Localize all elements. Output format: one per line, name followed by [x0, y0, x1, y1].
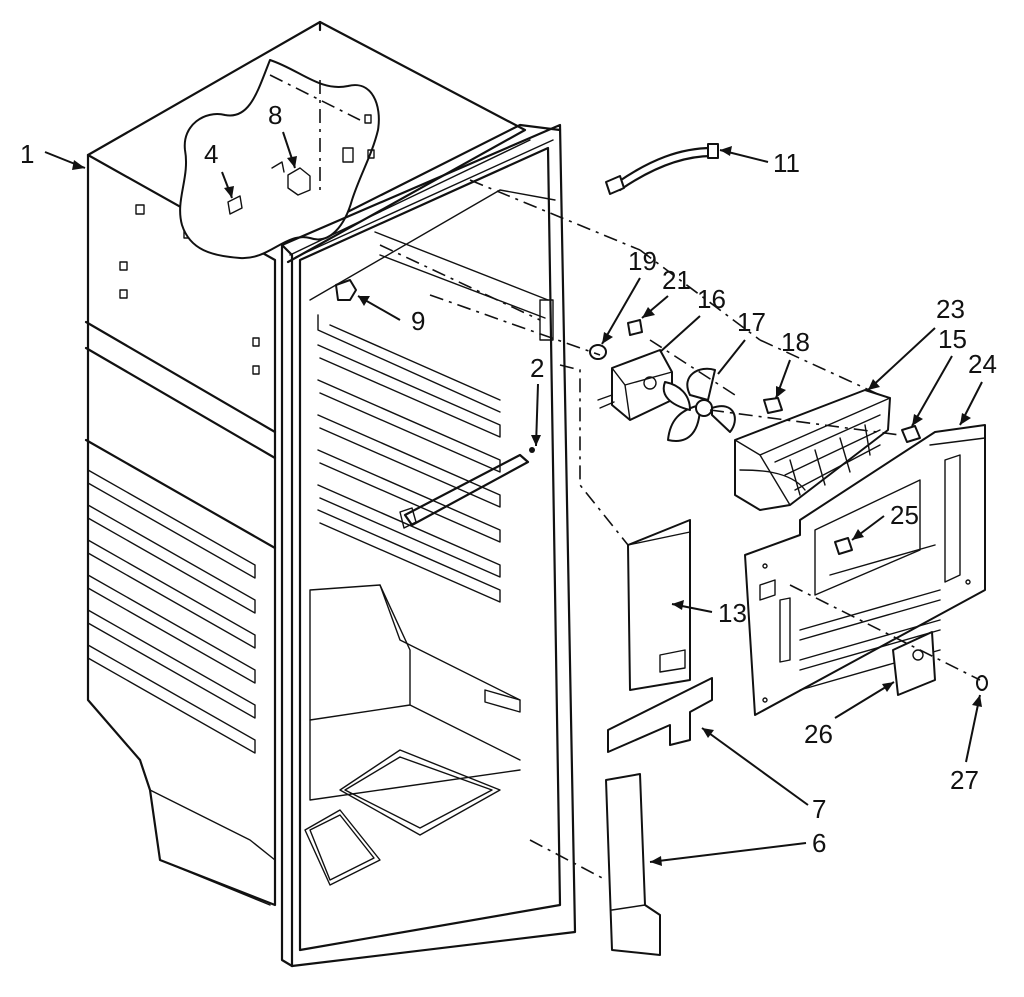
part-24-cover	[744, 424, 986, 716]
cabinet-part	[84, 20, 577, 968]
part-17-fan-blade	[662, 367, 736, 442]
part-7-baffle	[607, 677, 713, 753]
callout-13: 13	[718, 598, 747, 628]
part-25-screw	[834, 537, 853, 555]
part-26-bracket	[892, 631, 936, 696]
part-6-duct	[605, 773, 661, 956]
part-21-screw	[627, 319, 643, 336]
callout-8: 8	[268, 100, 282, 130]
part-18-screw	[763, 397, 783, 414]
assembly-lines	[379, 179, 981, 881]
part-19-grommet	[589, 344, 607, 360]
callout-24: 24	[968, 349, 997, 379]
part-27-nut	[976, 675, 988, 691]
callout-27: 27	[950, 765, 979, 795]
callout-17: 17	[737, 307, 766, 337]
callout-6: 6	[812, 828, 826, 858]
callout-18: 18	[781, 327, 810, 357]
callout-2: 2	[530, 353, 544, 383]
part-15-clip	[901, 425, 921, 443]
callout-1: 1	[20, 139, 34, 169]
part-11-harness	[605, 143, 719, 195]
callout-21: 21	[662, 265, 691, 295]
part-13-duct	[627, 519, 691, 691]
part-9-grommet	[335, 279, 357, 301]
callout-4: 4	[204, 139, 218, 169]
callout-15: 15	[938, 324, 967, 354]
callout-16: 16	[697, 284, 726, 314]
callout-9: 9	[411, 306, 425, 336]
callout-26: 26	[804, 719, 833, 749]
callout-19: 19	[628, 246, 657, 276]
part-23-shroud	[734, 389, 891, 511]
part-2-bracket	[399, 447, 535, 529]
part-16-fan-motor	[597, 349, 673, 421]
callout-11: 11	[773, 148, 800, 178]
callout-23: 23	[936, 294, 965, 324]
callout-7: 7	[812, 794, 826, 824]
callouts: 1 4 8 11 9 19 21 16 17 18 23 15 24 2 25 …	[20, 100, 997, 866]
callout-25: 25	[890, 500, 919, 530]
